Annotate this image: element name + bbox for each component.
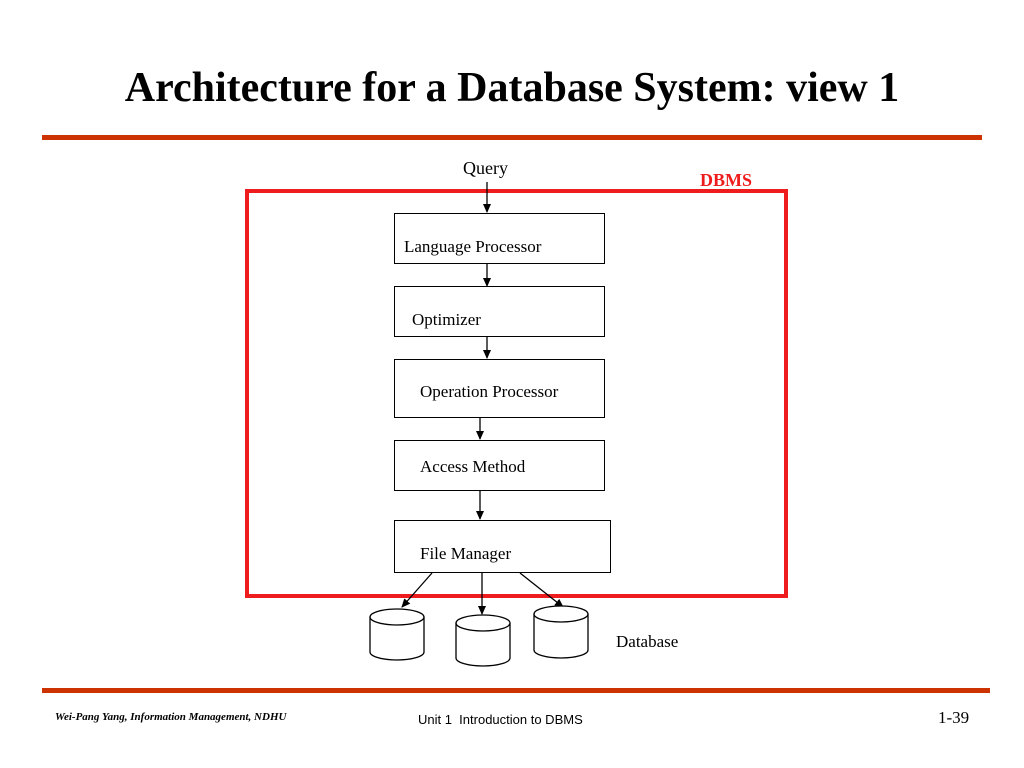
file-manager-box: File Manager [394, 520, 611, 573]
database-cylinder-1 [369, 608, 425, 661]
language-processor-box: Language Processor [394, 213, 605, 264]
query-label: Query [463, 158, 508, 178]
arrow-file-manager-to-disk-1 [401, 572, 433, 608]
database-cylinder-3 [533, 605, 589, 659]
footer-unit: Unit 1 Introduction to DBMS [418, 712, 583, 727]
language-processor-label: Language Processor [404, 237, 542, 256]
slide-title: Architecture for a Database System: view… [124, 65, 900, 111]
database-label: Database [616, 632, 679, 651]
dbms-label: DBMS [700, 170, 753, 190]
operation-processor-label: Operation Processor [420, 382, 559, 401]
access-method-box: Access Method [394, 440, 605, 491]
footer-divider [42, 688, 990, 693]
operation-processor-box: Operation Processor [394, 359, 605, 418]
optimizer-box: Optimizer [394, 286, 605, 337]
access-method-label: Access Method [420, 457, 526, 476]
optimizer-label: Optimizer [412, 310, 481, 329]
file-manager-label: File Manager [420, 544, 512, 563]
title-divider [42, 135, 982, 140]
footer-author: Wei-Pang Yang, Information Management, N… [55, 711, 287, 723]
arrow-file-manager-to-disk-3 [519, 572, 564, 608]
database-cylinder-2 [455, 614, 511, 667]
dbms-boundary [245, 189, 788, 598]
page-number: 1-39 [938, 708, 970, 727]
